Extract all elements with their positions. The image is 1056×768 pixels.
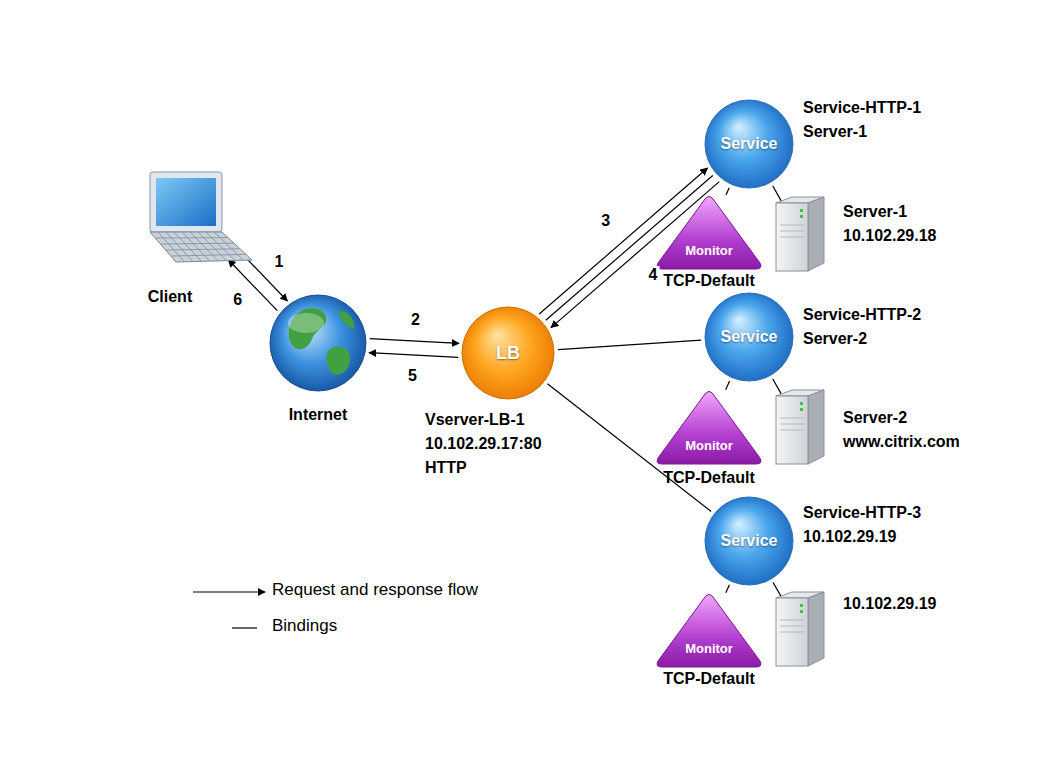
node-caption: Vserver-LB-1 10.102.29.17:80 HTTP xyxy=(425,408,565,480)
callout-number: 3 xyxy=(599,212,612,230)
server-box: Server-1 10.102.29.18 xyxy=(770,195,830,273)
node-caption: TCP-Default xyxy=(639,670,779,688)
node-label: Monitor xyxy=(655,437,763,455)
node-caption: Service-HTTP-3 10.102.29.19 xyxy=(803,501,953,549)
legend-label: Bindings xyxy=(272,614,337,638)
node-label: Internet xyxy=(258,403,378,427)
callout-number: 4 xyxy=(646,266,659,284)
node-label: Service xyxy=(721,529,778,553)
server-box: Server-2 www.citrix.com xyxy=(770,388,830,466)
node-label: Service xyxy=(721,325,778,349)
client-laptop: Client xyxy=(140,170,255,265)
monitor-triangle: MonitorTCP-Default xyxy=(655,593,763,668)
monitor-triangle-outline xyxy=(655,195,763,270)
node-label: Service xyxy=(721,132,778,156)
monitor-triangle-outline xyxy=(655,593,763,668)
server-box-outline xyxy=(770,388,830,466)
binding-line xyxy=(558,340,701,350)
node-label: LB xyxy=(496,341,520,365)
callout-number: 5 xyxy=(406,367,419,385)
internet-globe-outline xyxy=(268,293,368,393)
node-caption: TCP-Default xyxy=(639,272,779,290)
monitor-triangle: MonitorTCP-Default xyxy=(655,390,763,465)
binding-line xyxy=(726,381,730,390)
node-label: Server-2 www.citrix.com xyxy=(843,406,983,454)
service-circle: ServiceService-HTTP-3 10.102.29.19 xyxy=(703,495,795,587)
legend-item: Bindings xyxy=(190,614,590,638)
legend-label: Request and response flow xyxy=(272,578,478,602)
node-label: Monitor xyxy=(655,640,763,658)
legend-line-sample xyxy=(190,614,270,638)
callout-number: 2 xyxy=(409,311,422,329)
monitor-triangle-outline xyxy=(655,390,763,465)
flow-arrow xyxy=(370,339,459,344)
legend-arrow-sample xyxy=(190,578,270,602)
server-box-outline xyxy=(770,590,830,668)
service-circle: ServiceService-HTTP-2 Server-2 xyxy=(703,291,795,383)
flow-arrow xyxy=(228,260,277,311)
client-laptop-outline xyxy=(140,170,255,265)
server-box: 10.102.29.19 xyxy=(770,590,830,668)
callout-number: 6 xyxy=(231,291,244,309)
internet-globe: Internet xyxy=(268,293,368,393)
binding-line xyxy=(726,585,730,593)
flow-arrow xyxy=(369,353,458,358)
load-balancer-circle: LBVserver-LB-1 10.102.29.17:80 HTTP xyxy=(460,305,556,401)
node-caption: TCP-Default xyxy=(639,469,779,487)
node-caption: Service-HTTP-2 Server-2 xyxy=(803,303,953,351)
legend-item: Request and response flow xyxy=(190,578,590,602)
callout-number: 1 xyxy=(273,253,286,271)
node-caption: Service-HTTP-1 Server-1 xyxy=(803,96,953,144)
node-label: 10.102.29.19 xyxy=(843,592,936,616)
monitor-triangle: MonitorTCP-Default xyxy=(655,195,763,270)
binding-line xyxy=(773,186,782,201)
binding-line xyxy=(773,583,781,597)
binding-line xyxy=(773,379,782,394)
service-circle: ServiceService-HTTP-1 Server-1 xyxy=(703,98,795,190)
node-label: Monitor xyxy=(655,242,763,260)
binding-line xyxy=(726,188,729,195)
server-box-outline xyxy=(770,195,830,273)
node-label: Client xyxy=(130,285,210,309)
node-label: Server-1 10.102.29.18 xyxy=(843,200,973,248)
